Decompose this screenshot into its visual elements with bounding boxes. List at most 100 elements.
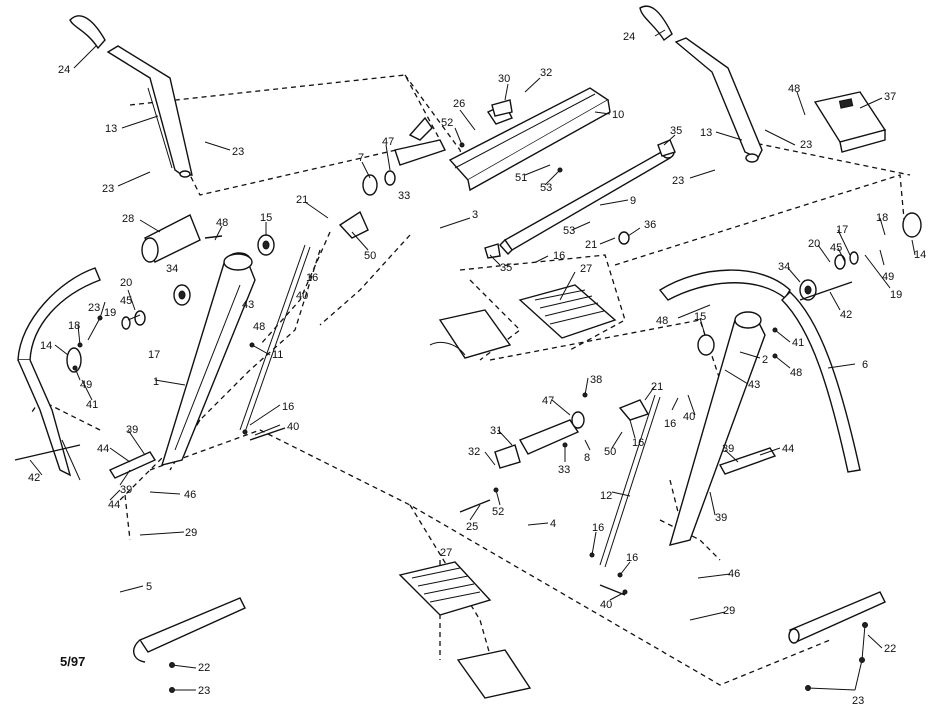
callout-17: 17 <box>836 224 848 236</box>
callout-18: 18 <box>68 320 80 332</box>
foot-plates <box>429 309 532 699</box>
callout-40: 40 <box>287 421 299 433</box>
callout-33: 33 <box>558 464 570 476</box>
date-code: 5/97 <box>60 654 85 669</box>
upper-pedal <box>518 284 617 339</box>
callout-49: 49 <box>882 271 894 283</box>
callout-39: 39 <box>722 443 734 455</box>
callout-46: 46 <box>184 489 196 501</box>
callout-23: 23 <box>672 175 684 187</box>
right-handlebar <box>639 5 763 163</box>
callout-42: 42 <box>28 472 40 484</box>
callout-33: 33 <box>398 190 410 202</box>
callout-1: 1 <box>153 376 159 388</box>
callout-28: 28 <box>122 213 134 225</box>
callout-7: 7 <box>358 152 364 164</box>
callout-53: 53 <box>563 225 575 237</box>
callout-39: 39 <box>126 424 138 436</box>
callout-52: 52 <box>492 506 504 518</box>
callout-15: 15 <box>694 311 706 323</box>
callout-16: 16 <box>626 552 638 564</box>
callout-21: 21 <box>296 194 308 206</box>
left-handlebar <box>69 15 193 178</box>
right-upright <box>599 269 861 568</box>
callout-6: 6 <box>862 359 868 371</box>
callout-26: 26 <box>453 98 465 110</box>
callout-43: 43 <box>242 299 254 311</box>
callout-23: 23 <box>852 695 864 707</box>
callout-44: 44 <box>108 499 120 511</box>
callout-23: 23 <box>102 183 114 195</box>
callout-9: 9 <box>630 195 636 207</box>
callout-4: 4 <box>550 518 556 530</box>
callout-47: 47 <box>382 136 394 148</box>
callout-16: 16 <box>282 401 294 413</box>
callout-48: 48 <box>656 315 668 327</box>
callout-44: 44 <box>782 443 794 455</box>
callout-41: 41 <box>792 337 804 349</box>
callout-3: 3 <box>472 209 478 221</box>
callout-13: 13 <box>105 123 117 135</box>
cross-bar <box>499 145 675 256</box>
callout-11: 11 <box>272 349 283 361</box>
callout-35: 35 <box>500 262 512 274</box>
callout-20: 20 <box>808 238 820 250</box>
base-rails <box>133 591 886 663</box>
lower-pedal <box>398 561 492 616</box>
left-upright <box>160 244 311 466</box>
callout-48: 48 <box>788 83 800 95</box>
callout-38: 38 <box>590 374 602 386</box>
callout-36: 36 <box>644 219 656 231</box>
callout-40: 40 <box>683 411 695 423</box>
left-frame-curve <box>17 267 101 481</box>
callout-29: 29 <box>185 527 197 539</box>
callout-23: 23 <box>88 302 100 314</box>
callout-34: 34 <box>778 261 790 273</box>
callout-24: 24 <box>623 31 635 43</box>
callout-19: 19 <box>890 289 902 301</box>
callout-32: 32 <box>540 67 552 79</box>
callout-23: 23 <box>198 685 210 697</box>
callout-2: 2 <box>762 354 768 366</box>
callout-29: 29 <box>723 605 735 617</box>
callout-34: 34 <box>166 263 178 275</box>
callout-8: 8 <box>584 452 590 464</box>
callout-14: 14 <box>914 249 926 261</box>
callout-30: 30 <box>498 73 510 85</box>
callout-27: 27 <box>440 547 452 559</box>
callout-27: 27 <box>580 263 592 275</box>
callout-23: 23 <box>232 146 244 158</box>
callout-48: 48 <box>790 367 802 379</box>
callout-46: 46 <box>728 568 740 580</box>
callout-39: 39 <box>120 484 132 496</box>
callout-20: 20 <box>120 277 132 289</box>
fastener-dots <box>72 142 868 693</box>
callout-16: 16 <box>553 250 565 262</box>
callout-53: 53 <box>540 182 552 194</box>
callout-13: 13 <box>700 127 712 139</box>
callout-16: 16 <box>306 272 318 284</box>
callout-31: 31 <box>490 425 502 437</box>
callout-5: 5 <box>146 581 152 593</box>
callout-21: 21 <box>585 239 597 251</box>
upper-beam <box>394 87 611 192</box>
leader-lines <box>29 29 916 691</box>
callout-16: 16 <box>592 522 604 534</box>
callout-18: 18 <box>876 212 888 224</box>
callout-49: 49 <box>80 379 92 391</box>
callout-40: 40 <box>600 599 612 611</box>
callout-43: 43 <box>748 379 760 391</box>
callout-19: 19 <box>104 307 116 319</box>
callout-17: 17 <box>148 349 160 361</box>
callout-44: 44 <box>97 443 109 455</box>
callout-15: 15 <box>260 212 272 224</box>
callout-10: 10 <box>612 109 624 121</box>
callout-32: 32 <box>468 446 480 458</box>
callout-12: 12 <box>600 490 612 502</box>
callout-16: 16 <box>664 418 676 430</box>
callout-48: 48 <box>216 217 228 229</box>
callout-51: 51 <box>515 172 527 184</box>
callout-45: 45 <box>830 242 842 254</box>
callout-50: 50 <box>364 250 376 262</box>
